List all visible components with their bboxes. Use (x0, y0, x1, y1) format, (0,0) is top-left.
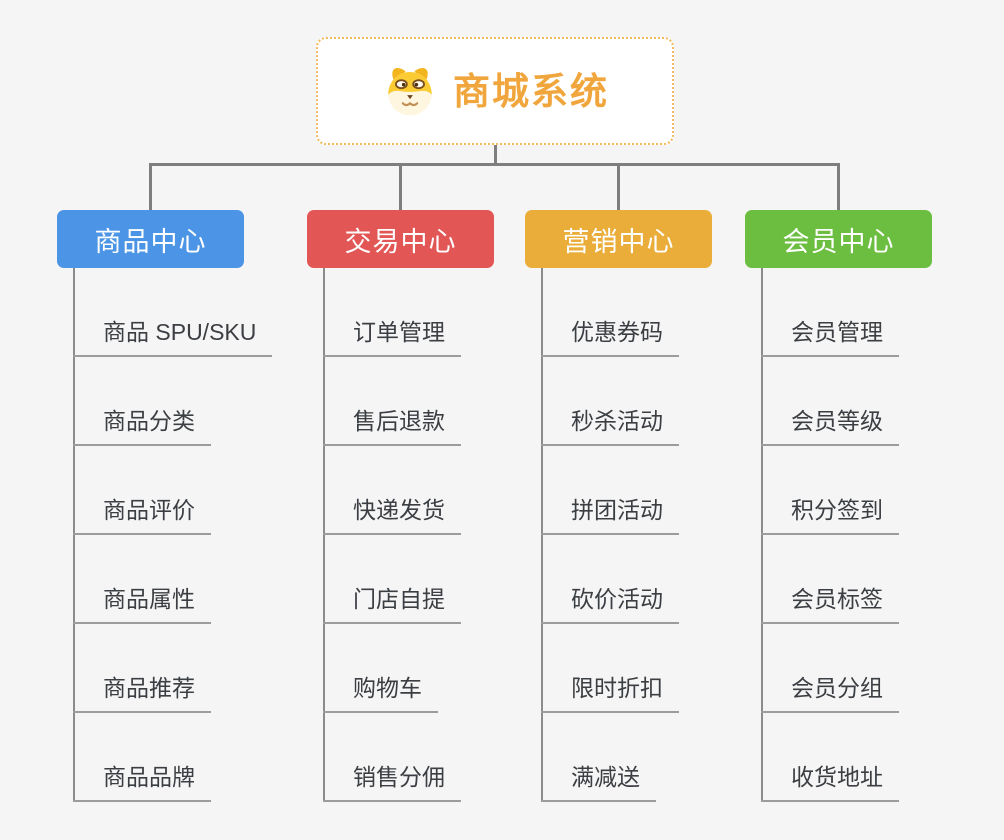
dog-icon (388, 67, 432, 116)
child-topic-label: 优惠券码 (571, 319, 663, 345)
child-topic-label: 商品评价 (103, 497, 195, 523)
branch-header-label: 营销中心 (562, 226, 675, 257)
branch-header-label: 商品中心 (94, 226, 207, 257)
child-topic-label: 满减送 (571, 764, 640, 790)
child-topic[interactable]: 销售分佣 (323, 763, 461, 802)
child-topic[interactable]: 订单管理 (323, 318, 461, 357)
child-topic[interactable]: 会员标签 (761, 585, 899, 624)
child-topic-label: 购物车 (353, 675, 422, 701)
child-topic[interactable]: 商品 SPU/SKU (73, 318, 273, 357)
child-topic-label: 快递发货 (353, 497, 445, 523)
child-topic[interactable]: 拼团活动 (541, 496, 679, 535)
child-topic-label: 秒杀活动 (571, 408, 663, 434)
child-topic-label: 会员等级 (791, 408, 883, 434)
branch-header[interactable]: 会员中心 (745, 210, 932, 268)
child-topic-label: 收货地址 (791, 764, 883, 790)
child-topic[interactable]: 购物车 (323, 674, 438, 713)
child-topic-label: 商品 SPU/SKU (103, 319, 257, 345)
root-topic-label: 商城系统 (453, 70, 609, 112)
branch-header-label: 交易中心 (344, 226, 457, 257)
child-topic[interactable]: 收货地址 (761, 763, 899, 802)
branch-drop-line (399, 163, 402, 210)
child-topic[interactable]: 限时折扣 (541, 674, 679, 713)
child-topic-label: 会员标签 (791, 586, 883, 612)
child-topic[interactable]: 商品属性 (73, 585, 211, 624)
branch-header[interactable]: 营销中心 (525, 210, 712, 268)
child-topic-label: 商品品牌 (103, 764, 195, 790)
child-topic[interactable]: 满减送 (541, 763, 656, 802)
child-topic[interactable]: 砍价活动 (541, 585, 679, 624)
child-topic-label: 售后退款 (353, 408, 445, 434)
child-topic-label: 商品属性 (103, 586, 195, 612)
connector-bus (149, 162, 840, 166)
child-topic[interactable]: 会员管理 (761, 318, 899, 357)
child-topic[interactable]: 会员等级 (761, 407, 899, 446)
child-topic-label: 积分签到 (791, 497, 883, 523)
child-topic[interactable]: 积分签到 (761, 496, 899, 535)
child-topic[interactable]: 会员分组 (761, 674, 899, 713)
child-topic[interactable]: 商品分类 (73, 407, 211, 446)
branch-header[interactable]: 商品中心 (57, 210, 244, 268)
branch-trunk-line (323, 268, 325, 802)
child-topic-label: 门店自提 (353, 586, 445, 612)
child-topic-label: 会员分组 (791, 675, 883, 701)
root-topic[interactable]: 商城系统 (316, 37, 674, 145)
child-topic-label: 销售分佣 (353, 764, 445, 790)
root-connector-stub (493, 145, 497, 166)
child-topic-label: 砍价活动 (571, 586, 663, 612)
child-topic[interactable]: 商品品牌 (73, 763, 211, 802)
child-topic[interactable]: 售后退款 (323, 407, 461, 446)
branch-drop-line (149, 163, 152, 210)
child-topic[interactable]: 优惠券码 (541, 318, 679, 357)
branch-header[interactable]: 交易中心 (307, 210, 494, 268)
child-topic-label: 会员管理 (791, 319, 883, 345)
child-topic[interactable]: 商品评价 (73, 496, 211, 535)
branch-trunk-line (541, 268, 543, 802)
child-topic[interactable]: 快递发货 (323, 496, 461, 535)
child-topic-label: 商品分类 (103, 408, 195, 434)
child-topic-label: 订单管理 (353, 319, 445, 345)
child-topic-label: 商品推荐 (103, 675, 195, 701)
child-topic-label: 拼团活动 (571, 497, 663, 523)
branch-header-label: 会员中心 (782, 226, 895, 257)
branch-trunk-line (73, 268, 75, 802)
branch-trunk-line (761, 268, 763, 802)
child-topic[interactable]: 门店自提 (323, 585, 461, 624)
child-topic[interactable]: 商品推荐 (73, 674, 211, 713)
branch-drop-line (617, 163, 620, 210)
child-topic-label: 限时折扣 (571, 675, 663, 701)
branch-drop-line (837, 163, 840, 210)
child-topic[interactable]: 秒杀活动 (541, 407, 679, 446)
